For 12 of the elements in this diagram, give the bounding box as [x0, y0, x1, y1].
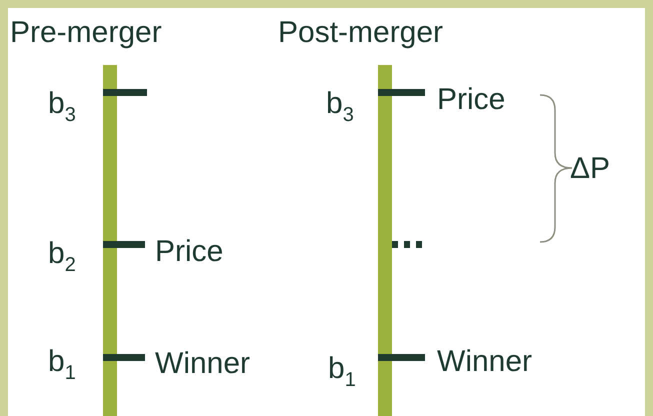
text-label: Pre-merger — [10, 18, 162, 48]
text-label: b$_{2}$ — [48, 239, 76, 275]
text-label: b$_{1}$ — [48, 347, 76, 383]
text-label: Price — [437, 85, 506, 115]
text-label: Post-merger — [278, 18, 444, 48]
text-label: ΔP — [570, 154, 610, 184]
text-label: Price — [155, 237, 224, 267]
text-label: b$_{3}$ — [48, 89, 76, 125]
text-label: Winner — [155, 349, 250, 379]
text-label: b$_{1}$ — [328, 354, 356, 390]
text-label: Winner — [437, 347, 532, 377]
text-label: b$_{3}$ — [326, 89, 354, 125]
